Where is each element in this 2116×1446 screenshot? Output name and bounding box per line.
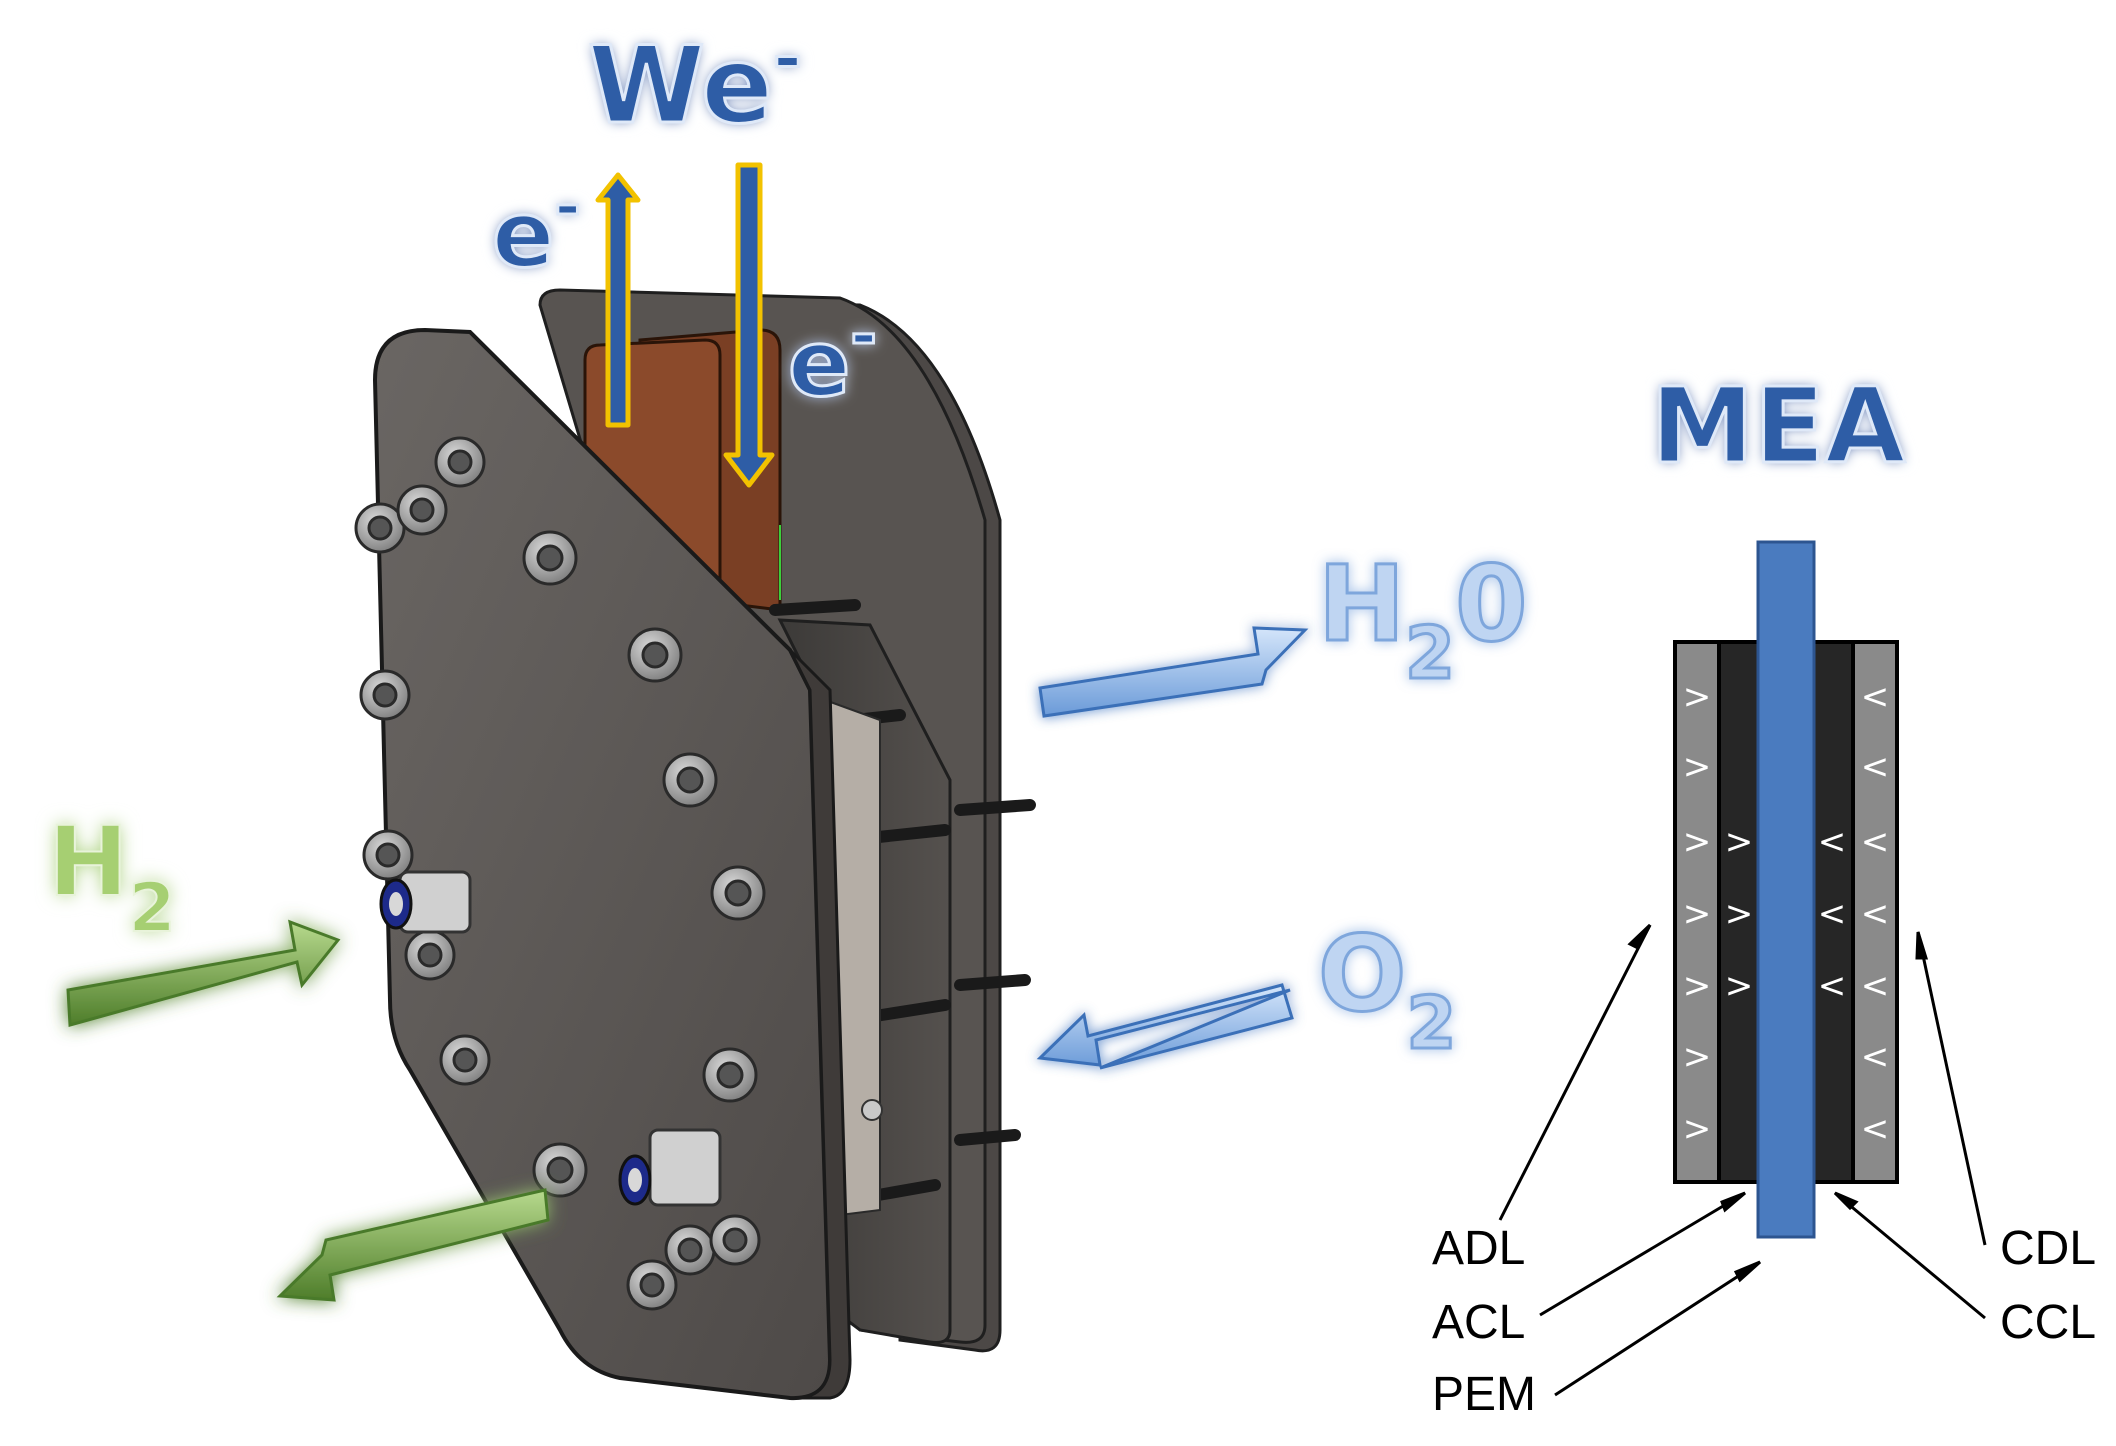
h2o-label-sub: 2 (1405, 611, 1455, 695)
cdl-symbol: < (1861, 966, 1890, 1006)
work-electrons-label: We- (588, 17, 802, 147)
work-label-sup: - (773, 17, 802, 99)
proton-exchange-membrane (1756, 540, 1816, 1239)
ccl-label: CCL (2000, 1296, 2096, 1349)
mea-diagram: MEA > > > > > > > > > > < < < < (1432, 364, 2096, 1422)
h2o-out-arrow-shape (1038, 626, 1309, 718)
h2-outlet-fitting (618, 1128, 722, 1207)
electron-label-left: e- (492, 170, 581, 288)
electron-left-base: e (492, 181, 554, 288)
work-label-base: We (588, 24, 773, 147)
adl-symbol: > (1683, 747, 1712, 787)
o2-label-base: O (1318, 913, 1406, 1035)
ccl-symbol: < (1818, 966, 1847, 1006)
electron-left-sup: - (554, 170, 581, 244)
ccl-symbols: < < < (1818, 822, 1847, 1006)
adl-symbol: > (1683, 1109, 1712, 1149)
o2-label: O2 (1318, 913, 1457, 1065)
electron-right-sup: - (850, 299, 877, 373)
h2-out-arrow (276, 1188, 550, 1302)
acl-symbol: > (1725, 822, 1754, 862)
adl-symbols: > > > > > > > (1683, 677, 1712, 1149)
cdl-symbol: < (1861, 1037, 1890, 1077)
adl-symbol: > (1683, 894, 1712, 934)
acl-symbols: > > > (1725, 822, 1754, 1006)
cdl-symbol: < (1861, 822, 1890, 862)
anode-diffusion-layer (1673, 640, 1721, 1184)
adl-symbol: > (1683, 1037, 1712, 1077)
cdl-symbol: < (1861, 747, 1890, 787)
acl-symbol: > (1725, 894, 1754, 934)
acl-symbol: > (1725, 966, 1754, 1006)
plate-nuts (354, 436, 766, 1311)
adl-symbol: > (1683, 677, 1712, 717)
h2-label: H2 (48, 806, 176, 948)
electron-right-base: e (788, 310, 850, 417)
h2-in-arrow (66, 919, 341, 1027)
adl-label: ADL (1432, 1222, 1525, 1275)
adl-symbol: > (1683, 966, 1712, 1006)
cdl-symbol: < (1861, 1109, 1890, 1149)
cathode-diffusion-layer (1851, 640, 1899, 1184)
h2-label-base: H (48, 806, 128, 918)
mea-title: MEA (1650, 365, 1905, 487)
electron-out-arrow (595, 172, 641, 428)
electron-label-right: e- (788, 299, 877, 417)
ccl-symbol: < (1818, 822, 1847, 862)
h2-label-sub: 2 (128, 869, 175, 948)
h2-inlet-fitting (379, 870, 472, 934)
ccl-symbol: < (1818, 894, 1847, 934)
o2-in-arrow (1036, 983, 1294, 1070)
cdl-label: CDL (2000, 1222, 2096, 1275)
cdl-symbols: < < < < < < < (1861, 677, 1890, 1149)
spacer-screw (861, 1099, 883, 1121)
pem-label: PEM (1432, 1368, 1536, 1421)
h2o-label-tail: 0 (1455, 543, 1527, 665)
cdl-symbol: < (1861, 677, 1890, 717)
mea-leader-lines (1498, 923, 1987, 1397)
front-plate-edge (788, 648, 852, 1400)
electron-in-arrow (723, 162, 775, 488)
h2o-label: H20 (1318, 543, 1528, 695)
o2-label-sub: 2 (1406, 981, 1456, 1065)
adl-symbol: > (1683, 822, 1712, 862)
fuel-cell-stack (354, 288, 1036, 1401)
cdl-symbol: < (1861, 894, 1890, 934)
h2o-label-base: H (1318, 543, 1405, 665)
mea-labels: ADL ACL PEM CDL CCL (1432, 1222, 2096, 1421)
acl-label: ACL (1432, 1296, 1525, 1349)
